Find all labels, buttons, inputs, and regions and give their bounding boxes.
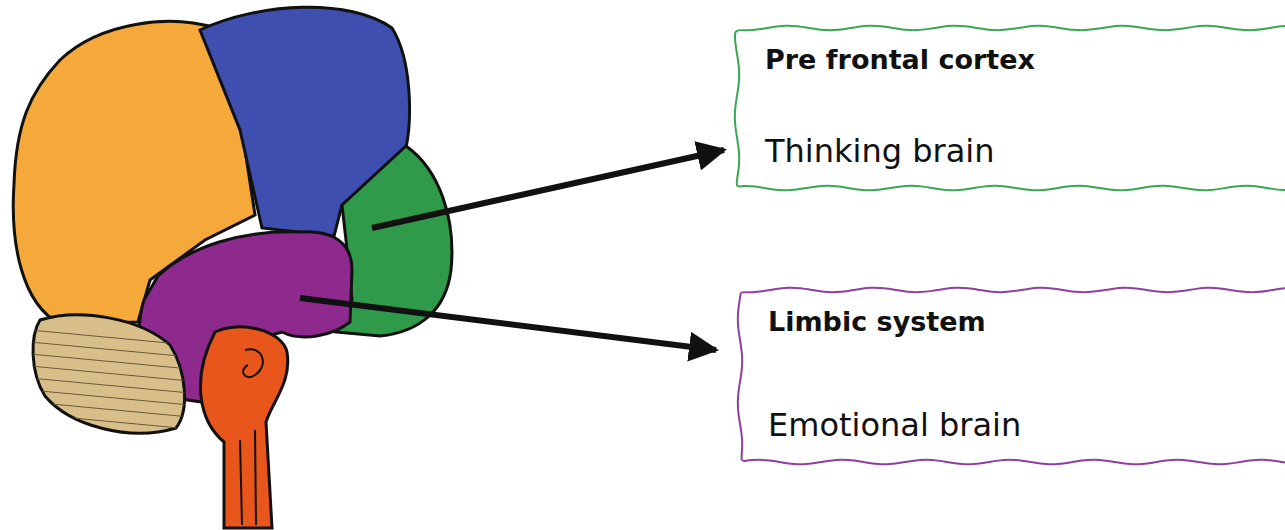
brainstem bbox=[200, 327, 287, 528]
box-border bbox=[738, 288, 1285, 464]
leader-arrow bbox=[300, 298, 716, 350]
box-heading: Pre frontal cortex bbox=[765, 44, 1279, 75]
box-text: Emotional brain bbox=[768, 406, 1282, 444]
brainstem-detail bbox=[243, 349, 263, 377]
cerebellum-hatching bbox=[30, 330, 190, 429]
leader-arrow bbox=[372, 150, 724, 228]
label-box: Pre frontal cortexThinking brain bbox=[737, 28, 1285, 188]
box-border bbox=[735, 26, 1285, 190]
brainstem-detail bbox=[240, 430, 256, 525]
box-heading: Limbic system bbox=[768, 306, 1282, 337]
box-text: Thinking brain bbox=[765, 132, 1279, 170]
label-box: Limbic systemEmotional brain bbox=[740, 290, 1285, 462]
